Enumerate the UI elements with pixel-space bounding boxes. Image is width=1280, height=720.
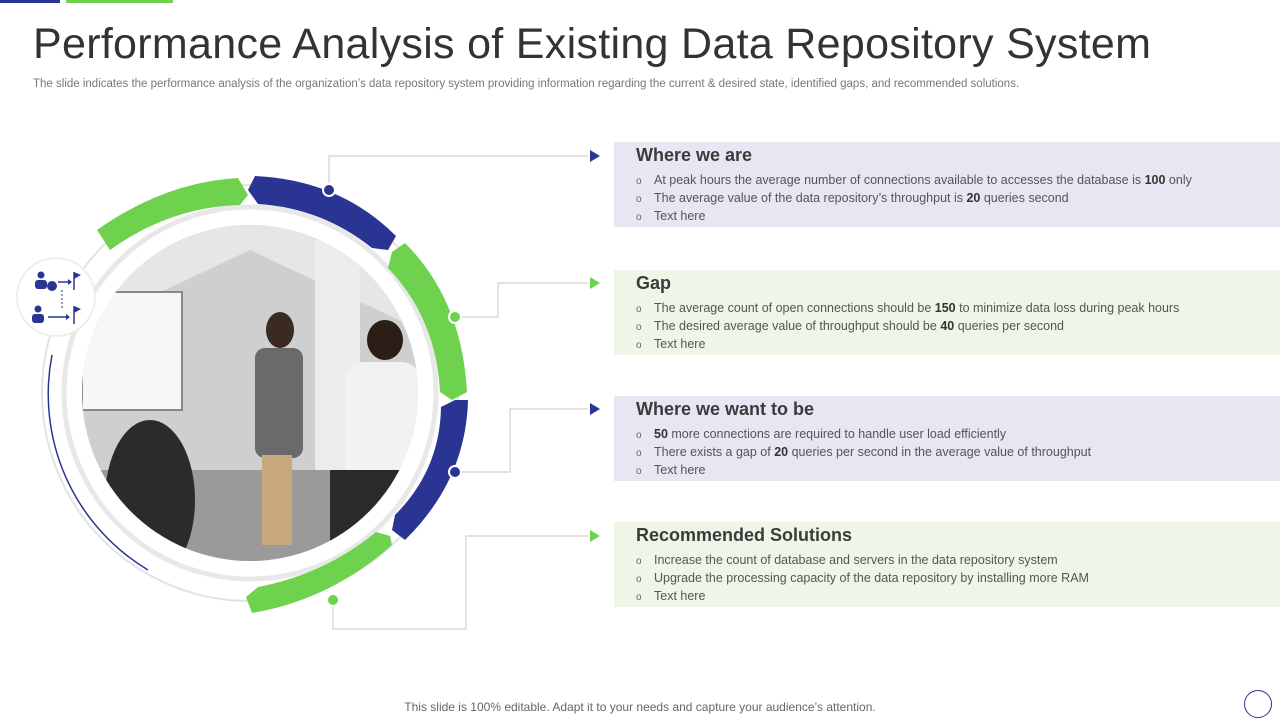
arrow-segment-blue-top [248, 176, 396, 250]
meeting-photo [82, 225, 418, 561]
connector-dots [322, 183, 462, 607]
arrow-segment-green-top [97, 178, 248, 250]
section-heading: Recommended Solutions [636, 525, 853, 545]
page-title: Performance Analysis of Existing Data Re… [33, 20, 1152, 68]
inner-ring [61, 204, 439, 582]
arrow-segment-green-bottom [246, 532, 392, 613]
footer-note: This slide is 100% editable. Adapt it to… [404, 700, 876, 714]
arrow-segments [97, 176, 468, 613]
section-heading: Gap [636, 273, 672, 293]
outer-ring-accent [47, 354, 149, 571]
section-heading: Where we want to be [636, 399, 815, 419]
arrow-segment-green-right [388, 243, 467, 400]
page-subtitle: The slide indicates the performance anal… [33, 78, 1020, 90]
people-flag-icon [16, 257, 96, 337]
top-accent-blue [0, 0, 60, 3]
circle-icon[interactable] [1244, 690, 1272, 718]
pointer-triangles [590, 150, 600, 542]
top-accent-green [66, 0, 173, 3]
connector-lines [328, 155, 588, 630]
section-heading: Where we are [636, 145, 753, 165]
arrow-segment-blue-right [392, 400, 468, 540]
